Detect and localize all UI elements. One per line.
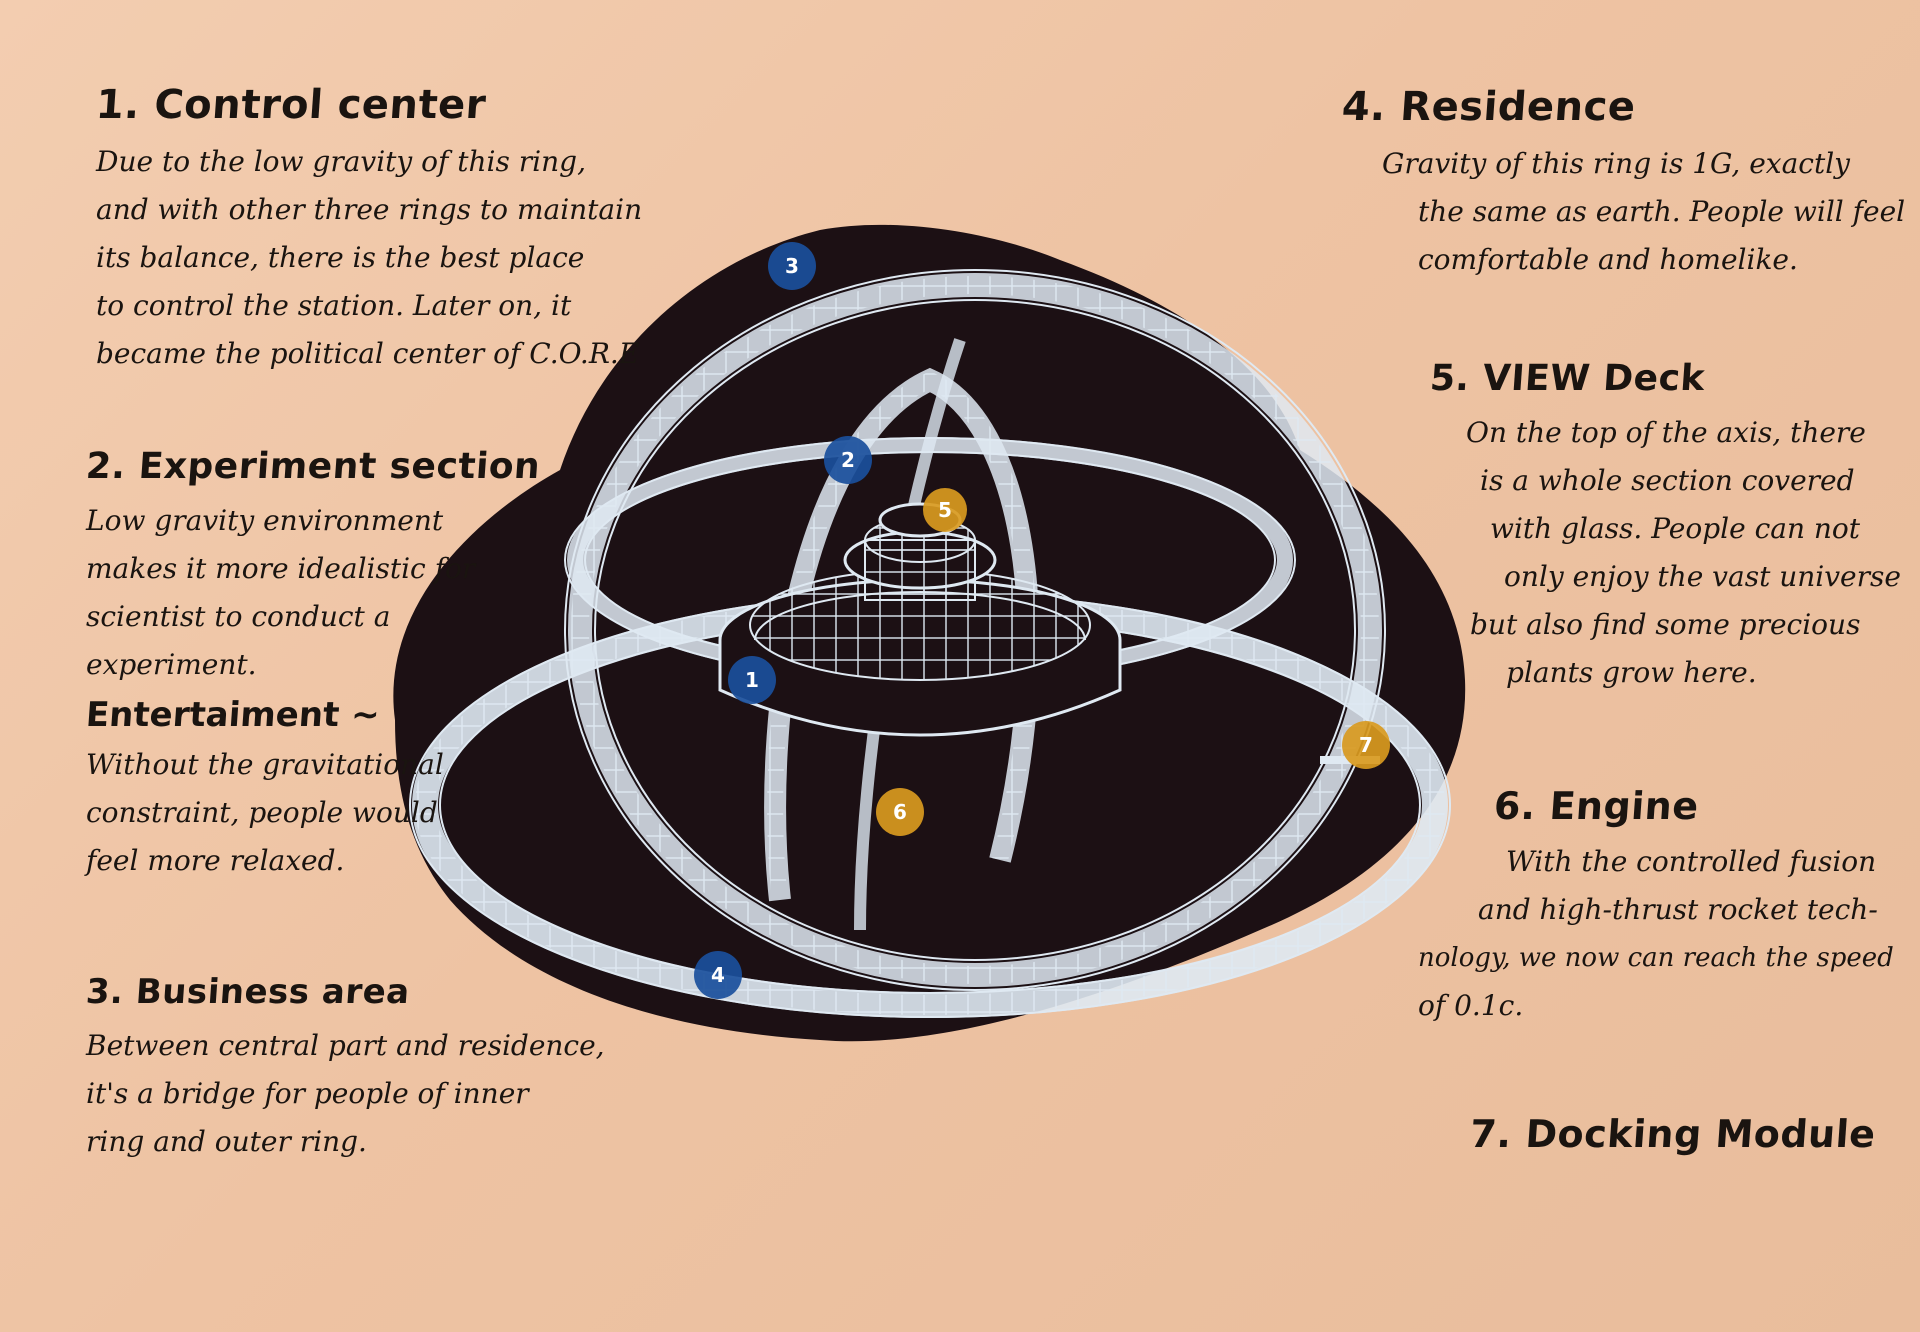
section-residence: 4. Residence Gravity of this ring is 1G,… <box>1340 84 1906 284</box>
section-title: 7. Docking Module <box>1468 1112 1878 1156</box>
section-text-line: with glass. People can not <box>1490 512 1861 545</box>
section-text-line: it's a bridge for people of inner <box>86 1077 529 1110</box>
svg-text:3: 3 <box>785 254 799 278</box>
section-title: 3. Business area <box>84 972 412 1012</box>
section-control-center: 1. Control center Due to the low gravity… <box>94 82 643 378</box>
section-text-line: its balance, there is the best place <box>96 241 585 274</box>
section-text-line: feel more relaxed. <box>86 844 345 877</box>
section-text-line: makes it more idealistic for <box>86 552 476 585</box>
section-text-line: With the controlled fusion <box>1506 845 1877 878</box>
section-text-line: On the top of the axis, there <box>1466 416 1866 449</box>
section-text-line: nology, we now can reach the speed <box>1418 943 1894 973</box>
section-docking: 7. Docking Module <box>1468 1112 1878 1166</box>
svg-text:2: 2 <box>841 448 855 472</box>
svg-text:1: 1 <box>745 668 759 692</box>
marker-3: 3 <box>768 242 816 290</box>
section-text-line: the same as earth. People will feel <box>1418 195 1906 228</box>
section-title: 1. Control center <box>94 82 488 128</box>
section-title: 5. VIEW Deck <box>1428 358 1707 399</box>
section-text-line: experiment. <box>86 648 257 681</box>
section-text-line: plants grow here. <box>1506 656 1757 689</box>
section-title: 2. Experiment section <box>84 446 542 487</box>
section-text-line: and with other three rings to maintain <box>96 193 643 226</box>
section-text-line: ring and outer ring. <box>86 1125 367 1158</box>
marker-4: 4 <box>694 951 742 999</box>
section-text-line: and high-thrust rocket tech- <box>1478 893 1878 926</box>
section-text-line: scientist to conduct a <box>86 600 391 633</box>
section-text-line: to control the station. Later on, it <box>96 289 572 322</box>
section-engine: 6. Engine With the controlled fusion and… <box>1414 784 1894 1030</box>
section-text-line: became the political center of C.O.R.E <box>96 337 640 370</box>
marker-5: 5 <box>923 488 967 532</box>
svg-text:7: 7 <box>1359 733 1373 757</box>
section-text-line: only enjoy the vast universe <box>1504 560 1901 593</box>
section-business: 3. Business area Between central part an… <box>84 972 605 1166</box>
section-title: 4. Residence <box>1340 84 1638 130</box>
svg-text:5: 5 <box>938 498 952 522</box>
section-text-line: is a whole section covered <box>1480 464 1855 497</box>
section-text-line: but also find some precious <box>1470 608 1861 641</box>
marker-1: 1 <box>728 656 776 704</box>
section-text-line: Between central part and residence, <box>86 1029 605 1062</box>
section-text-line: Due to the low gravity of this ring, <box>96 145 586 178</box>
section-text-line: constraint, people would <box>86 796 438 829</box>
section-text-line: Without the gravitational <box>86 748 444 781</box>
section-text-line: of 0.1c. <box>1418 989 1524 1022</box>
svg-text:6: 6 <box>893 800 907 824</box>
vertical-ring-front <box>564 269 1386 991</box>
section-text-line: comfortable and homelike. <box>1418 243 1798 276</box>
svg-text:4: 4 <box>711 963 725 987</box>
section-text-line: Gravity of this ring is 1G, exactly <box>1382 147 1850 180</box>
section-title: 6. Engine <box>1492 784 1701 828</box>
section-experiment: 2. Experiment section Low gravity enviro… <box>84 446 542 885</box>
marker-6: 6 <box>876 788 924 836</box>
section-view-deck: 5. VIEW Deck On the top of the axis, the… <box>1428 358 1901 697</box>
section-text-line: Low gravity environment <box>86 504 444 537</box>
entertainment-title: Entertaiment ~ <box>84 695 382 735</box>
marker-7: 7 <box>1342 721 1390 769</box>
marker-2: 2 <box>824 436 872 484</box>
